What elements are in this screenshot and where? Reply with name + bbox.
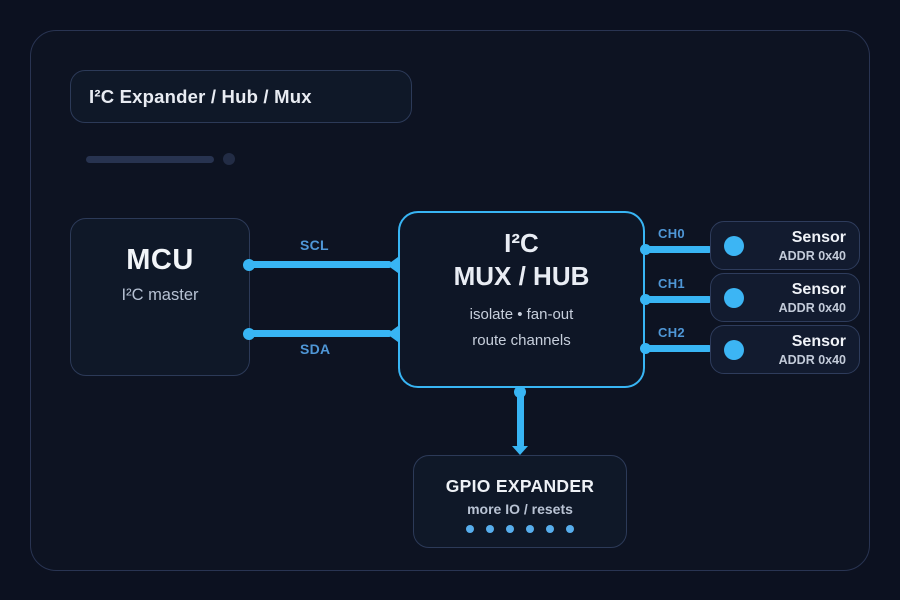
- sensor-address: ADDR 0x40: [778, 352, 846, 367]
- gpio-title: GPIO EXPANDER: [445, 476, 595, 496]
- gpio-arrowhead-icon: [512, 446, 528, 455]
- sensor-name: Sensor: [791, 228, 846, 246]
- ch2-endpoint-dot: [640, 342, 651, 354]
- mux-desc-line2: route channels: [472, 331, 571, 349]
- io-dots: [466, 525, 574, 533]
- progress-bar: [86, 156, 214, 163]
- sda-wire: [248, 330, 391, 337]
- io-dot: [466, 525, 474, 533]
- sensor-led-icon: [724, 339, 744, 360]
- sensor-name: Sensor: [791, 332, 846, 350]
- ch0-endpoint-dot: [640, 243, 651, 255]
- gpio-endpoint-dot: [514, 386, 526, 398]
- sda-endpoint-dot: [243, 327, 255, 340]
- sensor-address: ADDR 0x40: [778, 248, 846, 263]
- io-dot: [486, 525, 494, 533]
- ch1-wire: [645, 295, 711, 303]
- mcu-node: MCU I²C master: [70, 218, 250, 376]
- mux-desc-line1: isolate • fan-out: [469, 306, 574, 323]
- ch2-wire: [645, 344, 711, 352]
- gpio-wire: [516, 388, 524, 447]
- scl-arrowhead-icon: [387, 256, 398, 273]
- sensor-node-0: Sensor ADDR 0x40: [710, 221, 860, 270]
- mux-title-line2: MUX / HUB: [453, 261, 590, 291]
- diagram-title-box: I²C Expander / Hub / Mux: [70, 70, 412, 123]
- sda-arrowhead-icon: [387, 325, 398, 342]
- io-dot: [566, 525, 574, 533]
- i2c-mux-node: I²C MUX / HUB isolate • fan-out route ch…: [398, 211, 645, 388]
- ch0-wire: [645, 245, 711, 253]
- scl-wire: [248, 261, 391, 268]
- ch2-label: CH2: [658, 325, 685, 340]
- ch1-label: CH1: [658, 276, 685, 291]
- diagram-title: I²C Expander / Hub / Mux: [89, 85, 312, 107]
- sda-wire-label: SDA: [300, 341, 331, 357]
- io-dot: [526, 525, 534, 533]
- sensor-led-icon: [724, 287, 744, 308]
- io-dot: [506, 525, 514, 533]
- mcu-title: MCU: [126, 243, 194, 276]
- scl-wire-label: SCL: [300, 237, 329, 253]
- gpio-expander-node: GPIO EXPANDER more IO / resets: [413, 455, 627, 548]
- mcu-subtitle: I²C master: [121, 285, 199, 304]
- sensor-address: ADDR 0x40: [778, 300, 846, 315]
- ch0-label: CH0: [658, 226, 685, 241]
- sensor-node-1: Sensor ADDR 0x40: [710, 273, 860, 322]
- sensor-node-2: Sensor ADDR 0x40: [710, 325, 860, 374]
- progress-dot: [223, 153, 235, 165]
- io-dot: [546, 525, 554, 533]
- scl-endpoint-dot: [243, 258, 255, 271]
- mux-title-line1: I²C: [504, 228, 539, 258]
- sensor-led-icon: [724, 235, 744, 256]
- gpio-subtitle: more IO / resets: [467, 501, 573, 517]
- ch1-endpoint-dot: [640, 293, 651, 305]
- sensor-name: Sensor: [791, 280, 846, 298]
